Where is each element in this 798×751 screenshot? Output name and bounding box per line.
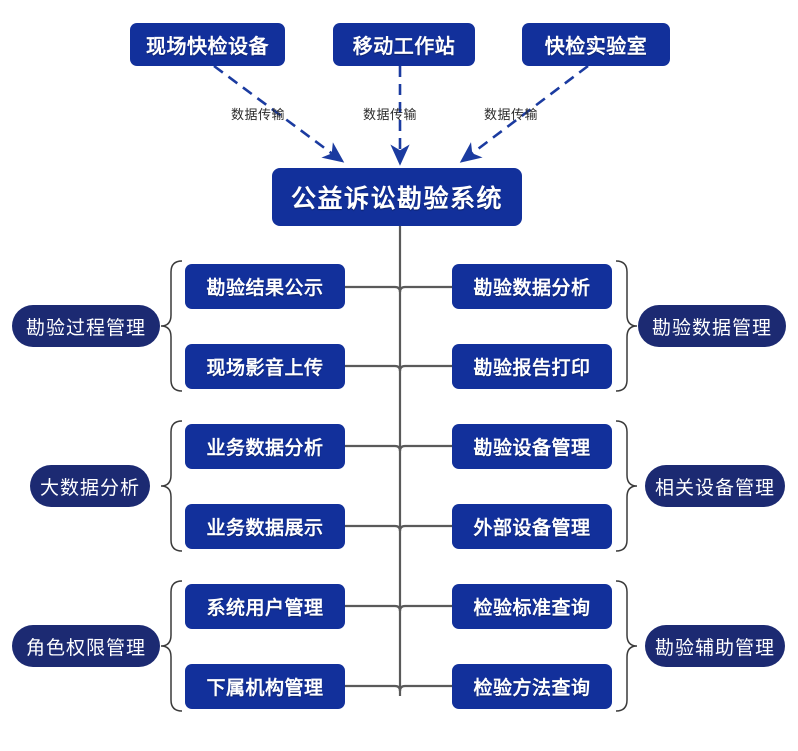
brace-left-1: [160, 260, 183, 392]
leaf-box-business-data-analysis[interactable]: 业务数据分析: [185, 424, 345, 469]
branch-row-5: [345, 604, 452, 612]
category-pill-related-equipment-management[interactable]: 相关设备管理: [645, 465, 785, 507]
leaf-box-inspection-data-analysis[interactable]: 勘验数据分析: [452, 264, 612, 309]
branch-row-4: [345, 524, 452, 532]
source-box-mobile-workstation[interactable]: 移动工作站: [333, 23, 475, 66]
leaf-box-onsite-media-upload[interactable]: 现场影音上传: [185, 344, 345, 389]
hub-box-public-interest-litigation-inspection-system[interactable]: 公益诉讼勘验系统: [272, 168, 522, 226]
brace-right-1: [615, 260, 638, 392]
category-pill-role-permission-management[interactable]: 角色权限管理: [12, 625, 160, 667]
category-pill-inspection-support-management[interactable]: 勘验辅助管理: [645, 625, 785, 667]
brace-right-3: [615, 580, 638, 712]
brace-left-2: [160, 420, 183, 552]
category-pill-inspection-process-management[interactable]: 勘验过程管理: [12, 305, 160, 347]
leaf-box-inspection-standard-query[interactable]: 检验标准查询: [452, 584, 612, 629]
edge-label-data-transfer-3: 数据传输: [484, 107, 539, 122]
leaf-box-inspection-result-publication[interactable]: 勘验结果公示: [185, 264, 345, 309]
source-box-field-rapid-test-equipment[interactable]: 现场快检设备: [130, 23, 285, 66]
leaf-box-inspection-equipment-management[interactable]: 勘验设备管理: [452, 424, 612, 469]
leaf-box-subordinate-organization-management[interactable]: 下属机构管理: [185, 664, 345, 709]
leaf-box-system-user-management[interactable]: 系统用户管理: [185, 584, 345, 629]
edge-label-data-transfer-1: 数据传输: [231, 107, 286, 122]
category-pill-inspection-data-management[interactable]: 勘验数据管理: [638, 305, 786, 347]
branch-row-6: [345, 684, 452, 692]
leaf-box-external-equipment-management[interactable]: 外部设备管理: [452, 504, 612, 549]
edge-label-data-transfer-2: 数据传输: [363, 107, 418, 122]
leaf-box-inspection-method-query[interactable]: 检验方法查询: [452, 664, 612, 709]
category-pill-big-data-analysis[interactable]: 大数据分析: [30, 465, 150, 507]
branch-row-1: [345, 285, 452, 293]
branch-row-2: [345, 364, 452, 372]
branch-row-3: [345, 444, 452, 452]
leaf-box-inspection-report-printing[interactable]: 勘验报告打印: [452, 344, 612, 389]
leaf-box-business-data-display[interactable]: 业务数据展示: [185, 504, 345, 549]
brace-left-3: [160, 580, 183, 712]
source-box-rapid-test-lab[interactable]: 快检实验室: [522, 23, 670, 66]
brace-right-2: [615, 420, 638, 552]
